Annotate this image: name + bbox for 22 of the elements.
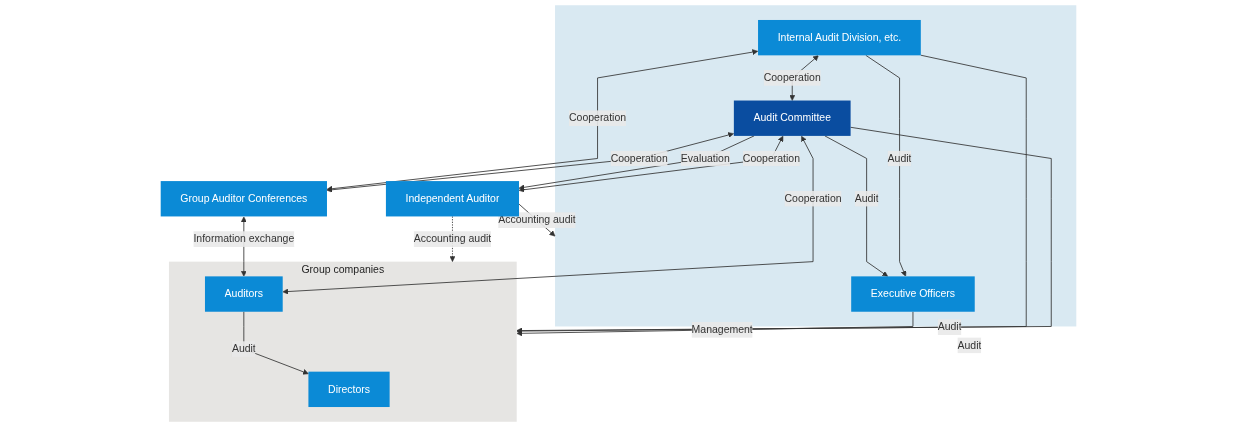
edge-label: Information exchange <box>193 233 295 245</box>
node-box: Executive Officers <box>851 276 975 312</box>
edge-label: Accounting audit <box>413 233 492 245</box>
node-box: Directors <box>308 371 390 408</box>
edge-label: Cooperation <box>763 72 821 84</box>
edge-label: Audit <box>854 192 879 204</box>
node-box: Independent Auditor <box>385 181 519 217</box>
edge-label: Audit <box>937 321 962 333</box>
edge-label: Cooperation <box>610 152 668 164</box>
edge-label: Cooperation <box>742 152 800 164</box>
node-box: Auditors <box>204 276 283 312</box>
edge-label: Audit <box>231 343 256 355</box>
edge-label: Cooperation <box>569 112 627 124</box>
edge-label: Audit <box>957 339 982 351</box>
edge-label: Audit <box>887 152 912 164</box>
node-box: Internal Audit Division, etc. <box>758 19 921 56</box>
edge-label: Cooperation <box>784 192 842 204</box>
node-box: Audit Committee <box>733 100 851 136</box>
edge-label: Management <box>691 323 753 336</box>
edge-label: Evaluation <box>680 152 730 164</box>
node-box: Group Auditor Conferences <box>160 181 327 217</box>
edge-label: Accounting audit <box>498 214 576 226</box>
